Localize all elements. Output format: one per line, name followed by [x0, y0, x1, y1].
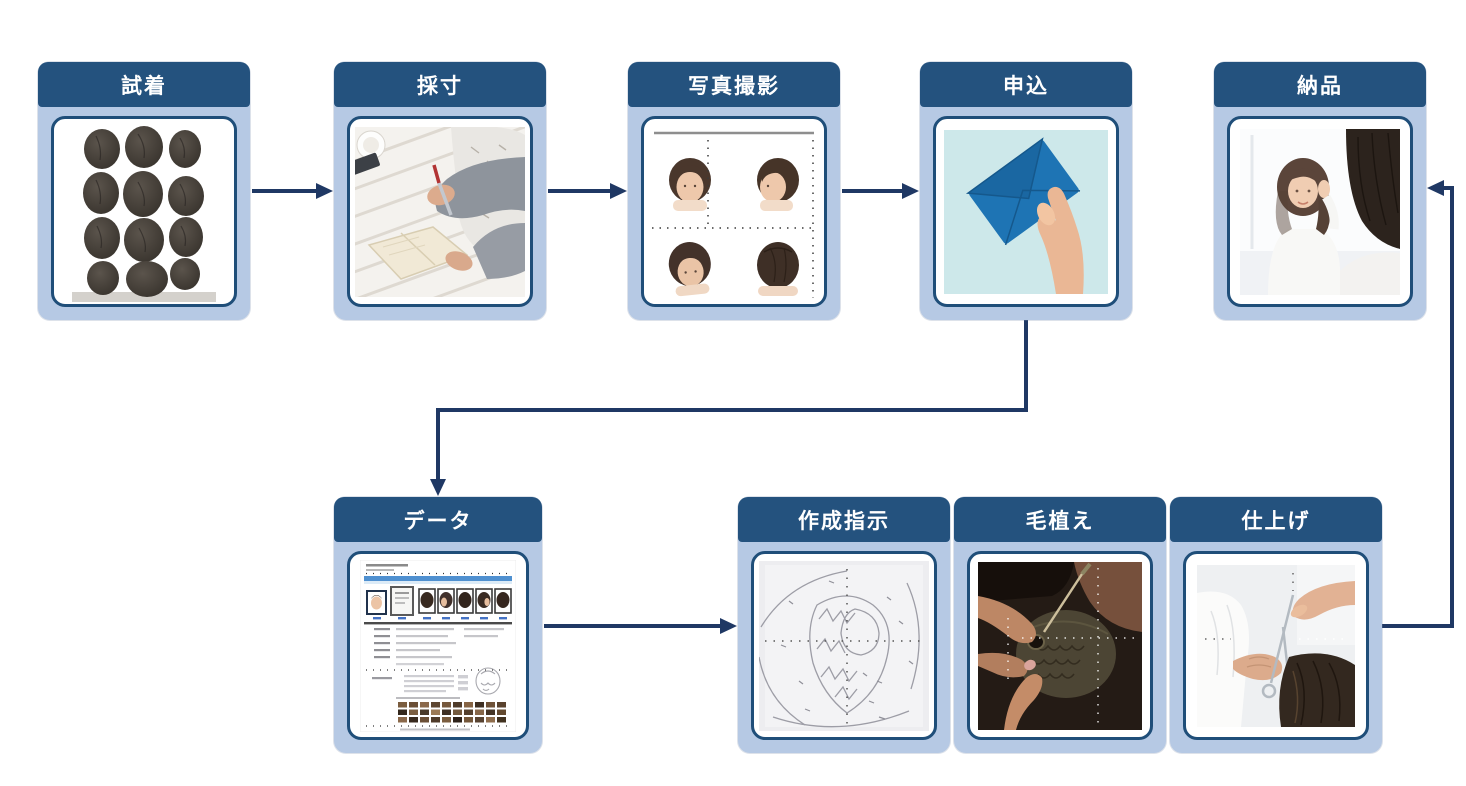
step-header-tryon: 試着: [38, 62, 250, 107]
step-label-tryon: 試着: [121, 74, 167, 98]
step-label-application: 申込: [1003, 74, 1049, 98]
step-header-data: データ: [334, 497, 542, 542]
envelope-in-hand-photo: [944, 129, 1108, 294]
step-body-delivery: [1227, 116, 1413, 307]
step-body-finishing: [1183, 551, 1369, 740]
step-card-delivery: 納品: [1214, 62, 1426, 320]
step-header-measurement: 採寸: [334, 62, 546, 107]
pattern-drawing-photo: [759, 560, 929, 731]
step-card-tryon: 試着: [38, 62, 250, 320]
step-header-application: 申込: [920, 62, 1132, 107]
step-header-implanting: 毛植え: [954, 497, 1166, 542]
step-body-tryon: [51, 116, 237, 307]
step-body-application: [933, 116, 1119, 307]
step-body-measurement: [347, 116, 533, 307]
step-label-data: データ: [403, 509, 473, 533]
step-card-instruction: 作成指示: [738, 497, 950, 753]
step-body-data: [347, 551, 529, 740]
step-label-delivery: 納品: [1297, 74, 1343, 98]
step-label-instruction: 作成指示: [798, 509, 890, 533]
step-label-photo-shoot: 写真撮影: [688, 74, 780, 98]
step-header-photo-shoot: 写真撮影: [628, 62, 840, 107]
step-label-measurement: 採寸: [417, 74, 463, 98]
step-body-instruction: [751, 551, 937, 740]
measuring-notes-photo: [355, 126, 525, 297]
step-label-implanting: 毛植え: [1025, 509, 1095, 533]
step-header-finishing: 仕上げ: [1170, 497, 1382, 542]
step-header-delivery: 納品: [1214, 62, 1426, 107]
step-label-finishing: 仕上げ: [1241, 509, 1311, 533]
step-card-application: 申込: [920, 62, 1132, 320]
step-card-implanting: 毛植え: [954, 497, 1166, 753]
finishing-trim-photo: [1197, 564, 1355, 727]
four-angle-portraits-photo: [646, 119, 822, 304]
step-card-photo-shoot: 写真撮影: [628, 62, 840, 320]
customer-data-sheet-screenshot: [360, 559, 516, 732]
step-body-photo-shoot: [641, 116, 827, 307]
wig-samples-photo: [72, 121, 216, 302]
step-card-measurement: 採寸: [334, 62, 546, 320]
arrow-application-to-data: [430, 320, 1028, 496]
step-body-implanting: [967, 551, 1153, 740]
hair-implanting-photo: [978, 561, 1142, 730]
step-card-data: データ: [334, 497, 542, 753]
step-card-finishing: 仕上げ: [1170, 497, 1382, 753]
salon-fitting-mirror-photo: [1240, 128, 1400, 295]
step-header-instruction: 作成指示: [738, 497, 950, 542]
